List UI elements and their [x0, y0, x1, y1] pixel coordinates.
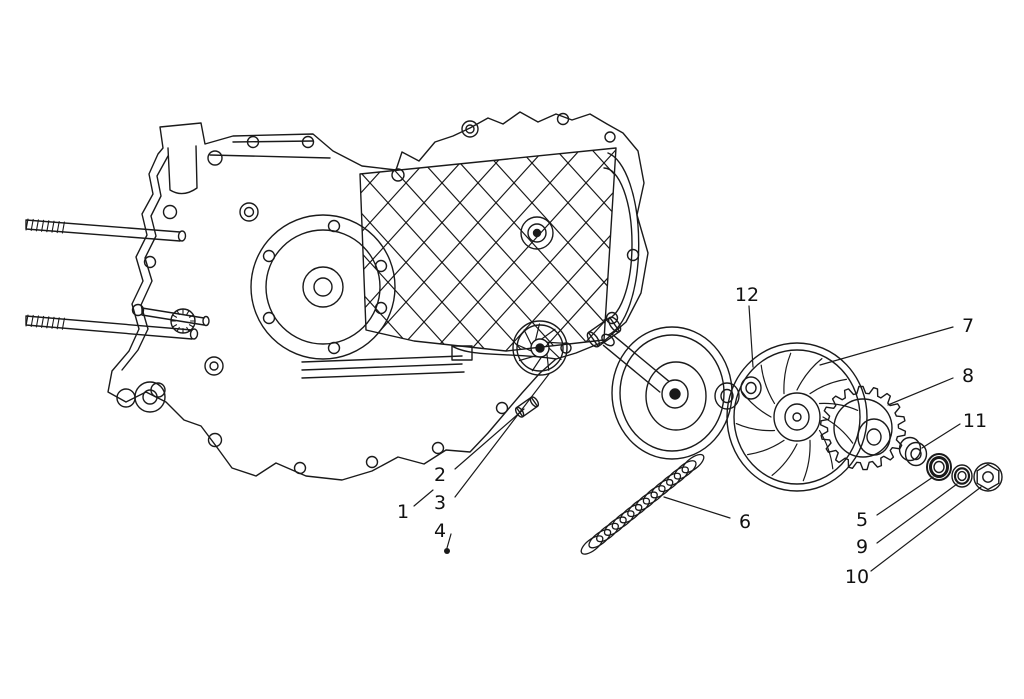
callout-11: 11 [963, 410, 987, 432]
oil-pump-rotor [512, 320, 568, 376]
sprocket-gear [819, 385, 907, 471]
stud-bolts [25, 218, 210, 340]
drive-pulley-fixed-half [601, 326, 733, 460]
leader-line-1 [413, 489, 434, 507]
leader-line-2 [454, 408, 525, 470]
crankshaft-bearing-boss [250, 214, 396, 360]
callout-3: 3 [434, 492, 446, 514]
clutch-spring [580, 453, 705, 555]
callout-6: 6 [739, 511, 751, 533]
leader-line-3 [454, 373, 550, 498]
callout-8: 8 [962, 365, 974, 387]
callout-9: 9 [856, 536, 868, 558]
flange-nut [973, 462, 1003, 492]
callout-1: 1 [397, 501, 409, 523]
spacer-washer [740, 376, 762, 400]
leader-lines [413, 305, 982, 572]
callout-10: 10 [845, 566, 869, 588]
cup-washer [926, 453, 952, 481]
leader-line-11 [921, 423, 961, 449]
callout-labels: 1 2 3 4 5 6 7 8 9 10 11 12 [397, 284, 987, 588]
pulley-shaft [602, 333, 670, 393]
bushing [898, 436, 928, 467]
leader-line-6 [663, 496, 731, 519]
leader-line-8 [887, 377, 954, 406]
spacer-roller [586, 316, 622, 348]
oil-seal [520, 216, 554, 250]
callout-5: 5 [856, 509, 868, 531]
callout-4: 4 [434, 520, 446, 542]
leader-line-12 [748, 305, 754, 368]
leader-dot-4 [444, 548, 450, 554]
crankcase-housing [107, 111, 649, 481]
callout-2: 2 [434, 464, 446, 486]
callout-12: 12 [735, 284, 759, 306]
leader-line-10 [870, 486, 982, 572]
leader-line-7 [819, 326, 954, 366]
callout-7: 7 [962, 315, 974, 337]
leader-line-4 [446, 533, 452, 549]
leader-line-9 [876, 483, 958, 544]
leader-line-5 [876, 476, 934, 516]
variator-pulley-half [726, 342, 868, 492]
plain-washer [951, 464, 973, 488]
